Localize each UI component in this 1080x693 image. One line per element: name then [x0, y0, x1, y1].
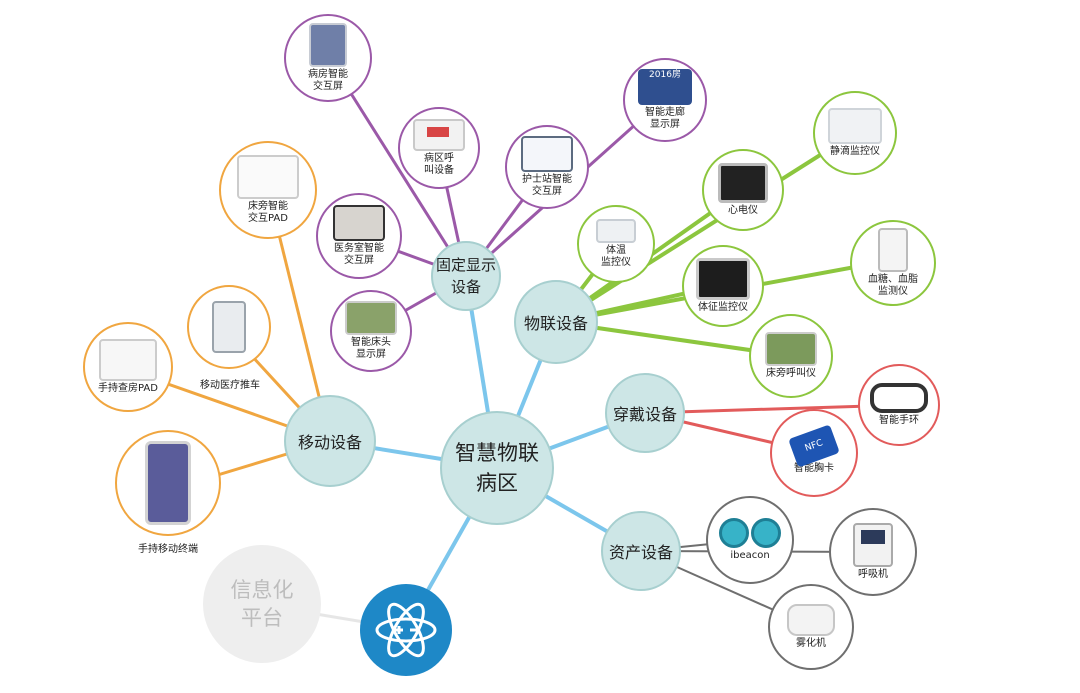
leaf-label: 床旁呼叫仪 — [766, 368, 816, 379]
leaf-label: 病房智能 交互屏 — [308, 69, 348, 92]
leaf-label: 病区呼 叫设备 — [424, 153, 454, 176]
leaf-nebulizer: 雾化机 — [768, 584, 854, 670]
hub-mobile: 移动设备 — [284, 395, 376, 487]
leaf-label: 智能手环 — [879, 415, 919, 426]
hub-fixed-display-label: 固定显示 设备 — [435, 256, 496, 296]
platform-node: 信息化 平台 — [203, 545, 321, 663]
medical-cart-label: 移动医疗推车 — [200, 380, 260, 391]
corridor-screen-text: 2016房 — [649, 70, 681, 80]
leaf-label: 心电仪 — [728, 205, 758, 216]
leaf-ibeacon: ibeacon — [706, 496, 794, 584]
leaf-bedside-display: 智能床头 显示屏 — [330, 290, 412, 372]
corridor-screen-icon: 2016房 — [638, 69, 692, 105]
platform-logo — [360, 584, 452, 676]
leaf-label: 护士站智能 交互屏 — [522, 174, 572, 197]
leaf-clinic-screen: 医务室智能 交互屏 — [316, 193, 402, 279]
glucose-meter-icon — [878, 228, 908, 272]
leaf-label: ibeacon — [730, 550, 770, 561]
ibeacon-icon — [719, 518, 781, 548]
nebulizer-icon — [787, 604, 835, 636]
leaf-medical-cart — [187, 285, 271, 369]
wristband-icon — [870, 383, 928, 413]
bedside-call-icon — [765, 332, 817, 366]
nfc-card-text: NFC — [803, 438, 825, 454]
leaf-label: 静滴监控仪 — [830, 146, 880, 157]
leaf-label: 智能床头 显示屏 — [351, 337, 391, 360]
ventilator-icon — [853, 523, 893, 567]
vital-monitor-icon — [696, 258, 750, 300]
monitor-screen-icon — [521, 136, 573, 172]
leaf-label: 智能胸卡 — [794, 463, 834, 474]
leaf-label: 呼吸机 — [858, 569, 888, 580]
leaf-corridor-display: 2016房 智能走廊 显示屏 — [623, 58, 707, 142]
leaf-label: 体温 监控仪 — [601, 245, 631, 268]
atom-plus-minus-icon — [375, 602, 437, 658]
center-node: 智慧物联 病区 — [440, 411, 554, 525]
ecg-monitor-icon — [718, 163, 768, 203]
hub-iot: 物联设备 — [514, 280, 598, 364]
hub-wearable-label: 穿戴设备 — [612, 405, 677, 424]
leaf-smart-band: 智能手环 — [858, 364, 940, 446]
leaf-glucose-monitor: 血糖、血脂 监测仪 — [850, 220, 936, 306]
hub-asset-label: 资产设备 — [608, 543, 673, 562]
leaf-infusion-monitor: 静滴监控仪 — [813, 91, 897, 175]
hub-wearable: 穿戴设备 — [605, 373, 685, 453]
leaf-label: 医务室智能 交互屏 — [334, 243, 384, 266]
platform-node-label: 信息化 平台 — [230, 578, 294, 630]
leaf-smart-badge: NFC 智能胸卡 — [770, 409, 858, 497]
nfc-card-icon: NFC — [788, 424, 840, 468]
hub-mobile-label: 移动设备 — [297, 433, 362, 452]
leaf-label: 手持查房PAD — [98, 383, 158, 394]
leaf-label: 血糖、血脂 监测仪 — [868, 274, 918, 297]
thermometer-icon — [596, 219, 636, 243]
handheld-phone-icon — [145, 441, 191, 525]
leaf-label: 体征监控仪 — [698, 302, 748, 313]
leaf-label: 智能走廊 显示屏 — [645, 107, 685, 130]
hub-asset: 资产设备 — [601, 511, 681, 591]
medical-cart-icon — [212, 301, 246, 353]
hub-fixed-display: 固定显示 设备 — [431, 241, 501, 311]
leaf-rounds-pad: 手持查房PAD — [83, 322, 173, 412]
handheld-terminal-label: 手持移动终端 — [138, 544, 198, 555]
rounds-pad-icon — [99, 339, 157, 381]
leaf-bedside-call: 床旁呼叫仪 — [749, 314, 833, 398]
leaf-vital-signs-monitor: 体征监控仪 — [682, 245, 764, 327]
hub-iot-label: 物联设备 — [523, 314, 588, 333]
leaf-thermometer: 体温 监控仪 — [577, 205, 655, 283]
leaf-handheld-terminal — [115, 430, 221, 536]
doctor-screen-icon — [333, 205, 385, 241]
leaf-ward-call-device: 病区呼 叫设备 — [398, 107, 480, 189]
leaf-nurse-station-screen: 护士站智能 交互屏 — [505, 125, 589, 209]
leaf-bedside-pad: 床旁智能 交互PAD — [219, 141, 317, 239]
leaf-ventilator: 呼吸机 — [829, 508, 917, 596]
leaf-label: 雾化机 — [796, 638, 826, 649]
tablet-screen-icon — [309, 23, 347, 67]
call-device-icon — [413, 119, 465, 151]
bedside-screen-icon — [345, 301, 397, 335]
pad-screen-icon — [237, 155, 299, 199]
leaf-ecg: 心电仪 — [702, 149, 784, 231]
leaf-ward-smart-screen: 病房智能 交互屏 — [284, 14, 372, 102]
leaf-label: 床旁智能 交互PAD — [248, 201, 288, 224]
infusion-monitor-icon — [828, 108, 882, 144]
center-node-label: 智慧物联 病区 — [455, 441, 539, 495]
